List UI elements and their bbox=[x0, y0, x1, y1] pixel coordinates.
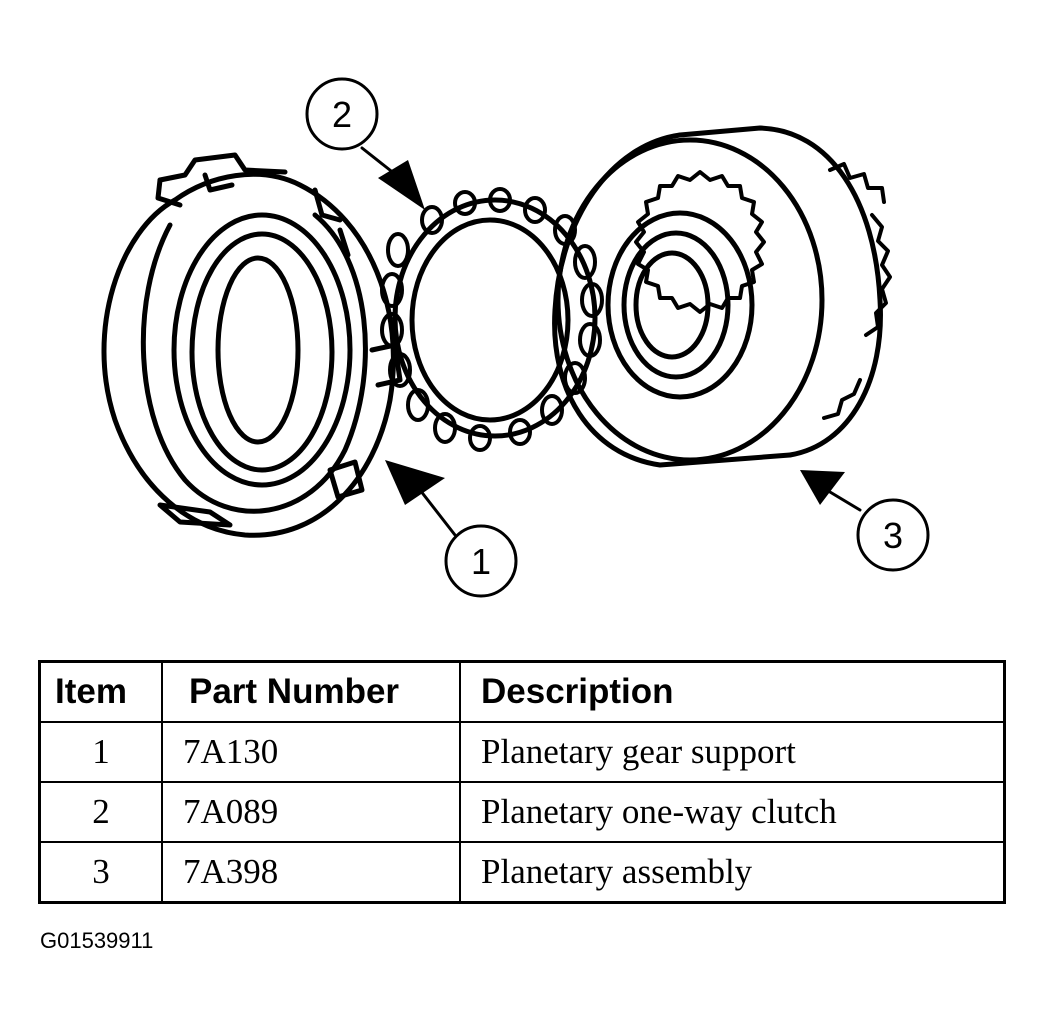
header-description: Description bbox=[459, 660, 1006, 723]
callout-label-3: 3 bbox=[883, 515, 903, 556]
cell-item: 1 bbox=[38, 721, 163, 783]
table-row: 3 7A398 Planetary assembly bbox=[38, 841, 1006, 904]
table-header-row: Item Part Number Description bbox=[38, 660, 1006, 723]
callout-circles bbox=[305, 77, 930, 598]
planetary-gear-support-drawing bbox=[101, 152, 403, 538]
table-row: 2 7A089 Planetary one-way clutch bbox=[38, 781, 1006, 843]
cell-description: Planetary assembly bbox=[459, 841, 1006, 904]
callout-label-1: 1 bbox=[471, 541, 491, 582]
cell-item: 3 bbox=[38, 841, 163, 904]
cell-description: Planetary one-way clutch bbox=[459, 781, 1006, 843]
cell-part-number: 7A089 bbox=[161, 781, 461, 843]
diagram-svg: 2 1 3 bbox=[101, 77, 930, 598]
header-item: Item bbox=[38, 660, 163, 723]
callout-arrowheads bbox=[378, 160, 845, 505]
cell-description: Planetary gear support bbox=[459, 721, 1006, 783]
planetary-assembly-drawing bbox=[552, 125, 892, 468]
table-row: 1 7A130 Planetary gear support bbox=[38, 721, 1006, 783]
cell-part-number: 7A398 bbox=[161, 841, 461, 904]
exploded-parts-diagram: 2 1 3 bbox=[101, 77, 930, 598]
header-part-number: Part Number bbox=[161, 660, 461, 723]
cell-part-number: 7A130 bbox=[161, 721, 461, 783]
one-way-clutch-drawing bbox=[380, 187, 604, 452]
cell-item: 2 bbox=[38, 781, 163, 843]
callout-label-2: 2 bbox=[332, 94, 352, 135]
parts-table: Item Part Number Description 1 7A130 Pla… bbox=[38, 660, 1006, 904]
figure-code: G01539911 bbox=[40, 928, 154, 953]
